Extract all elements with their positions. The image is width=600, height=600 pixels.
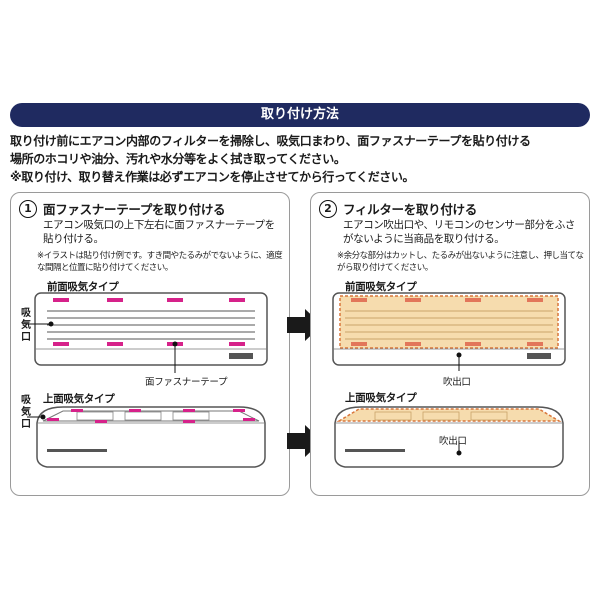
step-title: 面ファスナーテープを取り付ける <box>43 202 226 217</box>
front-intake-ac-with-filter-illustration <box>332 292 566 371</box>
step-description: エアコン吸気口の上下左右に面ファスナーテープを貼り付ける。 <box>43 219 275 245</box>
intro-line: 場所のホコリや油分、汚れや水分等をよく拭き取ってください。 <box>10 152 346 166</box>
front-intake-ac-illustration <box>25 292 268 373</box>
section-header: 取り付け方法 <box>10 103 590 127</box>
step-1-heading: 1 面ファスナーテープを取り付ける <box>19 199 226 218</box>
filter-sheet <box>339 295 559 349</box>
front-intake-type-label: 前面吸気タイプ <box>345 281 417 293</box>
step-2-panel: 2 フィルターを取り付ける エアコン吹出口や、リモコンのセンサー部分をふさがない… <box>310 192 590 496</box>
step-note: ※余分な部分はカットし、たるみが出ないように注意し、押し当てながら取り付けてくだ… <box>337 251 584 273</box>
front-intake-type-label: 前面吸気タイプ <box>47 281 119 293</box>
top-intake-type-label: 上面吸気タイプ <box>43 393 115 405</box>
step-2-heading: 2 フィルターを取り付ける <box>319 199 477 218</box>
inlet-label-front: 吸気口 <box>21 308 31 343</box>
step-description: エアコン吹出口や、リモコンのセンサー部分をふさがないように当商品を取り付ける。 <box>343 219 575 245</box>
outlet-callout-top: 吹出口 <box>439 436 467 447</box>
step-number-badge: 1 <box>19 199 37 218</box>
intro-text: 取り付け前にエアコン内部のフィルターを掃除し、吸気口まわり、面ファスナーテープを… <box>10 132 595 186</box>
top-intake-ac-with-filter-illustration <box>334 406 564 468</box>
tape-callout: 面ファスナーテープ <box>145 377 228 388</box>
step-note: ※イラストは貼り付け例です。すき間やたるみがでないように、適度な間隔と位置に貼り… <box>37 251 283 273</box>
section-title: 取り付け方法 <box>260 107 339 122</box>
step-1-panel: 1 面ファスナーテープを取り付ける エアコン吸気口の上下左右に面ファスナーテープ… <box>10 192 290 496</box>
inlet-label-top: 吸気口 <box>21 395 31 430</box>
top-intake-type-label: 上面吸気タイプ <box>345 392 417 404</box>
filter-sheet <box>336 408 562 422</box>
step-number-badge: 2 <box>319 199 337 218</box>
intro-line: 取り付け前にエアコン内部のフィルターを掃除し、吸気口まわり、面ファスナーテープを… <box>10 134 531 148</box>
tape-markers-top <box>47 409 255 423</box>
top-intake-ac-illustration <box>27 406 266 468</box>
outlet-callout-front: 吹出口 <box>443 377 471 388</box>
step-title: フィルターを取り付ける <box>343 202 477 217</box>
intro-line: ※取り付け、取り替え作業は必ずエアコンを停止させてから行ってください。 <box>10 170 415 184</box>
